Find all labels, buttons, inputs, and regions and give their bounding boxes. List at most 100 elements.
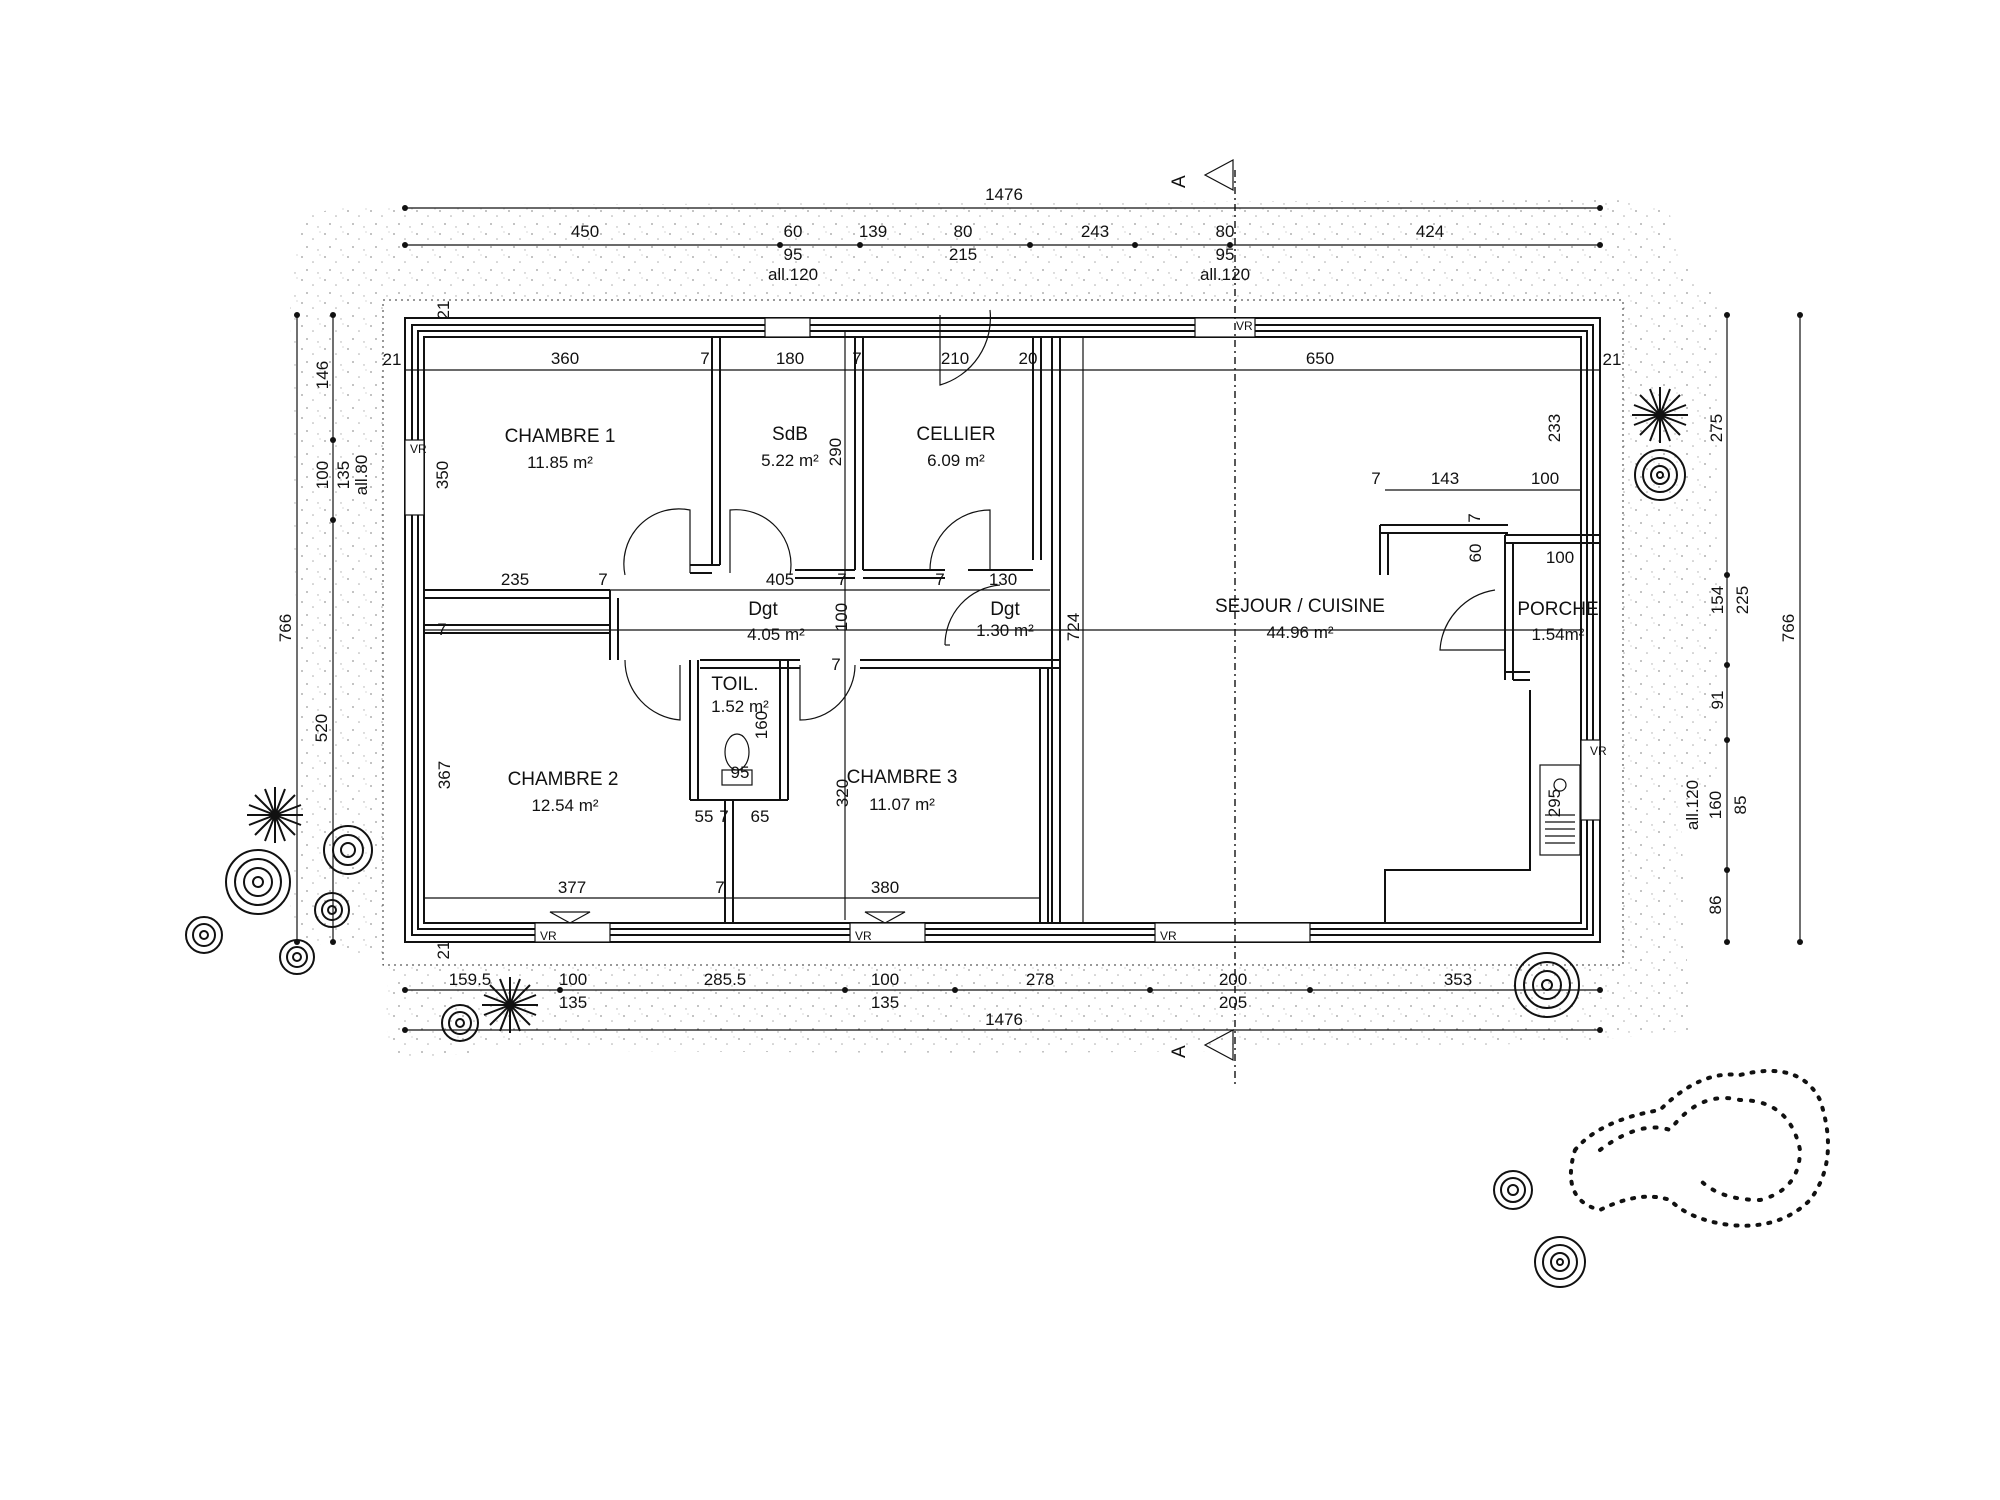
room-name-dgt2: Dgt bbox=[990, 599, 1020, 620]
toilet-fixture bbox=[721, 733, 753, 786]
room-area-porche: 1.54m² bbox=[1532, 625, 1585, 644]
tree-spiral-icon bbox=[314, 892, 350, 928]
svg-text:80: 80 bbox=[954, 222, 973, 241]
svg-text:100: 100 bbox=[832, 603, 851, 631]
room-area-dgt1: 4.05 m² bbox=[747, 625, 805, 644]
svg-text:139: 139 bbox=[859, 222, 887, 241]
svg-text:all.120: all.120 bbox=[1200, 265, 1250, 284]
room-area-dgt2: 1.30 m² bbox=[976, 621, 1034, 640]
svg-text:21: 21 bbox=[1603, 350, 1622, 369]
svg-text:450: 450 bbox=[571, 222, 599, 241]
svg-text:243: 243 bbox=[1081, 222, 1109, 241]
svg-text:7: 7 bbox=[700, 349, 709, 368]
room-area-chambre2: 12.54 m² bbox=[531, 796, 598, 815]
svg-text:290: 290 bbox=[826, 438, 845, 466]
dimension-ticks bbox=[294, 205, 1803, 1033]
svg-text:350: 350 bbox=[433, 461, 452, 489]
room-area-sejour: 44.96 m² bbox=[1266, 623, 1333, 642]
svg-text:7: 7 bbox=[719, 807, 728, 826]
svg-text:7: 7 bbox=[598, 570, 607, 589]
svg-text:135: 135 bbox=[559, 993, 587, 1012]
svg-text:360: 360 bbox=[551, 349, 579, 368]
svg-text:60: 60 bbox=[784, 222, 803, 241]
svg-text:A: A bbox=[1169, 175, 1190, 188]
svg-text:VR: VR bbox=[1236, 319, 1253, 333]
room-name-sejour: SEJOUR / CUISINE bbox=[1215, 596, 1385, 617]
right-dimensions: 275 154 225 91 all.120 160 85 86 766 bbox=[1683, 414, 1798, 915]
room-labels: CHAMBRE 1 11.85 m² SdB 5.22 m² CELLIER 6… bbox=[505, 424, 1599, 815]
svg-text:A: A bbox=[1169, 1045, 1190, 1058]
interior-dimensions: 21 21 21 21 360 7 180 7 210 20 650 350 2… bbox=[383, 301, 1622, 960]
svg-text:95: 95 bbox=[1216, 245, 1235, 264]
svg-text:380: 380 bbox=[871, 878, 899, 897]
tree-spiral-icon bbox=[185, 916, 223, 954]
window-tags: VR VR VR VR VR VR bbox=[410, 319, 1607, 943]
doors bbox=[623, 309, 1505, 721]
room-name-sdb: SdB bbox=[772, 424, 808, 445]
svg-text:233: 233 bbox=[1545, 414, 1564, 442]
windows bbox=[404, 317, 1601, 943]
tree-spiral-icon bbox=[323, 825, 373, 875]
tree-spiral-icon bbox=[1534, 1236, 1586, 1288]
room-area-toil: 1.52 m² bbox=[711, 697, 769, 716]
svg-text:215: 215 bbox=[949, 245, 977, 264]
shrub-star-icon bbox=[247, 787, 303, 843]
svg-text:91: 91 bbox=[1708, 691, 1727, 710]
svg-text:7: 7 bbox=[1371, 469, 1380, 488]
svg-text:200: 200 bbox=[1219, 970, 1247, 989]
svg-text:85: 85 bbox=[1731, 796, 1750, 815]
tree-spiral-icon bbox=[441, 1004, 479, 1042]
svg-text:all.120: all.120 bbox=[1683, 780, 1702, 830]
svg-text:650: 650 bbox=[1306, 349, 1334, 368]
kitchen-sink bbox=[1539, 764, 1581, 856]
left-dimensions: 766 146 100 135 all.80 520 bbox=[276, 361, 371, 742]
tree-spiral-icon bbox=[279, 939, 315, 975]
svg-text:55: 55 bbox=[695, 807, 714, 826]
svg-text:95: 95 bbox=[731, 763, 750, 782]
room-name-cellier: CELLIER bbox=[916, 424, 995, 445]
room-name-chambre2: CHAMBRE 2 bbox=[508, 769, 619, 790]
shrub-star-icon bbox=[1632, 387, 1688, 443]
svg-text:235: 235 bbox=[501, 570, 529, 589]
svg-text:766: 766 bbox=[276, 614, 295, 642]
section-axis: A A bbox=[1169, 158, 1236, 1085]
shrub-star-icon bbox=[482, 977, 538, 1033]
svg-text:1476: 1476 bbox=[985, 185, 1023, 204]
svg-text:135: 135 bbox=[334, 461, 353, 489]
svg-text:100: 100 bbox=[871, 970, 899, 989]
room-name-chambre1: CHAMBRE 1 bbox=[505, 426, 616, 447]
svg-text:160: 160 bbox=[752, 711, 771, 739]
svg-text:21: 21 bbox=[434, 301, 453, 320]
svg-text:100: 100 bbox=[559, 970, 587, 989]
bottom-dimensions: 159.5 100 285.5 100 278 200 353 135 135 … bbox=[449, 970, 1472, 1029]
svg-text:367: 367 bbox=[435, 761, 454, 789]
svg-text:20: 20 bbox=[1019, 349, 1038, 368]
svg-text:1476: 1476 bbox=[985, 1010, 1023, 1029]
room-name-dgt1: Dgt bbox=[748, 599, 778, 620]
svg-text:60: 60 bbox=[1466, 544, 1485, 563]
tree-spiral-icon bbox=[1634, 449, 1686, 501]
svg-text:80: 80 bbox=[1216, 222, 1235, 241]
svg-text:160: 160 bbox=[1706, 791, 1725, 819]
svg-text:320: 320 bbox=[833, 779, 852, 807]
svg-text:VR: VR bbox=[1590, 744, 1607, 758]
room-area-cellier: 6.09 m² bbox=[927, 451, 985, 470]
svg-text:143: 143 bbox=[1431, 469, 1459, 488]
svg-text:205: 205 bbox=[1219, 993, 1247, 1012]
svg-text:278: 278 bbox=[1026, 970, 1054, 989]
svg-text:7: 7 bbox=[831, 655, 840, 674]
room-area-sdb: 5.22 m² bbox=[761, 451, 819, 470]
top-dimensions: 1476 450 60 139 80 243 80 424 95 all.120… bbox=[571, 185, 1444, 284]
svg-text:all.120: all.120 bbox=[768, 265, 818, 284]
flowerbed-pebbles bbox=[1568, 1068, 1830, 1228]
svg-text:86: 86 bbox=[1706, 896, 1725, 915]
svg-text:766: 766 bbox=[1779, 614, 1798, 642]
svg-text:285.5: 285.5 bbox=[704, 970, 747, 989]
tree-spiral-icon bbox=[1493, 1170, 1533, 1210]
svg-text:VR: VR bbox=[410, 442, 427, 456]
svg-text:225: 225 bbox=[1733, 586, 1752, 614]
svg-text:353: 353 bbox=[1444, 970, 1472, 989]
tree-spiral-icon bbox=[225, 849, 291, 915]
svg-text:295: 295 bbox=[1545, 789, 1564, 817]
